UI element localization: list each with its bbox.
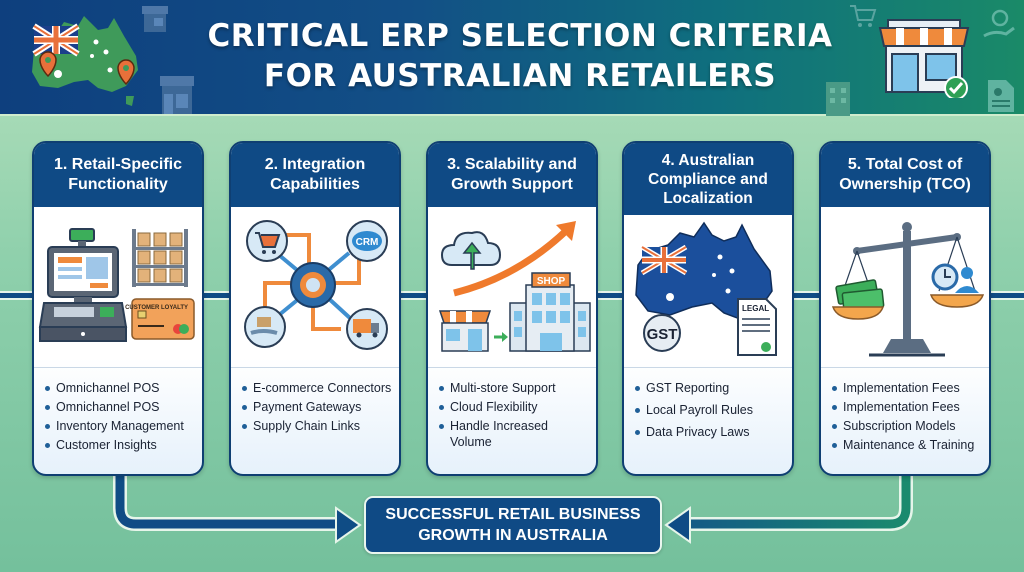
card-title: 5. Total Cost of Ownership (TCO) [821, 143, 989, 207]
growth-arrow-icon [453, 226, 571, 297]
card-divider [624, 367, 792, 368]
card-illustration: GST LEGAL [624, 215, 792, 367]
document-icon [988, 80, 1014, 112]
shopping-cart-icon [246, 220, 288, 262]
card-illustration: SHOP [428, 207, 596, 367]
bullet-item: Cloud Flexibility [438, 399, 590, 415]
loyalty-card-text: CUSTOMER LOYALTY [125, 305, 188, 311]
bullet-item: Multi-store Support [438, 380, 590, 396]
truck-icon [346, 308, 388, 350]
bullet-list: Implementation Fees Implementation Fees … [821, 368, 989, 453]
criteria-card-tco: 5. Total Cost of Ownership (TCO) [819, 141, 991, 476]
bullet-list: GST Reporting Local Payroll Rules Data P… [624, 368, 792, 440]
outcome-line-1: SUCCESSFUL RETAIL BUSINESS [385, 506, 641, 523]
bullet-item: Implementation Fees [831, 399, 983, 415]
criteria-card-integration: 2. Integration Capabilities [229, 141, 401, 476]
bullet-item: Maintenance & Training [831, 437, 983, 453]
bullet-item: Local Payroll Rules [634, 402, 786, 418]
shopping-cart-icon [850, 5, 877, 27]
bullet-item: Inventory Management [44, 418, 196, 434]
title-line-2: FOR AUSTRALIAN RETAILERS [263, 58, 777, 94]
criteria-card-retail-functionality: 1. Retail-Specific Functionality [32, 141, 204, 476]
balance-scale-icon [838, 222, 976, 357]
card-illustration [821, 207, 989, 367]
card-title: 3. Scalability and Growth Support [428, 143, 596, 207]
crm-label: CRM [356, 237, 379, 248]
bullet-item: Handle Increased Volume [438, 418, 590, 450]
shop-label: SHOP [537, 276, 566, 287]
loyalty-card-icon: CUSTOMER LOYALTY [125, 298, 195, 340]
bullet-item: Supply Chain Links [241, 418, 393, 434]
cloud-upload-icon [440, 231, 502, 270]
legal-document-icon: LEGAL [737, 298, 777, 356]
card-divider [821, 367, 989, 368]
card-illustration: CUSTOMER LOYALTY [34, 207, 202, 367]
bullet-item: Implementation Fees [831, 380, 983, 396]
outcome-line-2: GROWTH IN AUSTRALIA [418, 527, 608, 544]
bullet-item: Omnichannel POS [44, 380, 196, 396]
card-title: 4. Australian Compliance and Localizatio… [624, 143, 792, 215]
bullet-item: Customer Insights [44, 437, 196, 453]
small-store-icon [438, 310, 492, 352]
bullet-item: Subscription Models [831, 418, 983, 434]
shop-building-icon: SHOP [509, 272, 591, 352]
inventory-shelf-icon [132, 229, 188, 287]
bullet-item: Omnichannel POS [44, 399, 196, 415]
store-outline-icon [142, 6, 168, 32]
bullet-list: Multi-store Support Cloud Flexibility Ha… [428, 368, 596, 450]
card-divider [34, 367, 202, 368]
page-title: CRITICAL ERP SELECTION CRITERIA FOR AUST… [160, 16, 880, 96]
gst-badge-icon: GST [643, 314, 681, 352]
delivery-hand-icon [244, 306, 286, 348]
office-building-icon [826, 82, 850, 116]
gst-label: GST [647, 326, 678, 343]
bullet-item: Payment Gateways [241, 399, 393, 415]
pos-terminal-icon [38, 228, 128, 342]
bullet-item: GST Reporting [634, 380, 786, 396]
card-divider [231, 367, 399, 368]
money-stack-icon [831, 279, 885, 320]
title-line-1: CRITICAL ERP SELECTION CRITERIA [207, 18, 833, 54]
card-divider [428, 367, 596, 368]
retail-store-outline-icon [160, 76, 194, 114]
gear-hub-icon [290, 262, 336, 308]
card-illustration: CRM [231, 207, 399, 367]
card-title: 1. Retail-Specific Functionality [34, 143, 202, 207]
support-agent-icon [955, 267, 979, 293]
customer-support-icon [983, 9, 1015, 38]
bullet-list: Omnichannel POS Omnichannel POS Inventor… [34, 368, 202, 453]
bullet-item: Data Privacy Laws [634, 424, 786, 440]
outcome-box: SUCCESSFUL RETAIL BUSINESS GROWTH IN AUS… [364, 496, 662, 554]
storefront-awning-icon [878, 19, 970, 98]
legal-label: LEGAL [742, 304, 769, 313]
australia-map-flag-icon [32, 16, 138, 106]
criteria-card-scalability: 3. Scalability and Growth Support SHOP [426, 141, 598, 476]
header-banner: CRITICAL ERP SELECTION CRITERIA FOR AUST… [0, 0, 1024, 116]
clock-icon [931, 263, 959, 291]
bullet-list: E-commerce Connectors Payment Gateways S… [231, 368, 399, 434]
crm-cloud-icon: CRM [346, 220, 388, 262]
bullet-item: E-commerce Connectors [241, 380, 393, 396]
criteria-card-compliance: 4. Australian Compliance and Localizatio… [622, 141, 794, 476]
card-title: 2. Integration Capabilities [231, 143, 399, 207]
